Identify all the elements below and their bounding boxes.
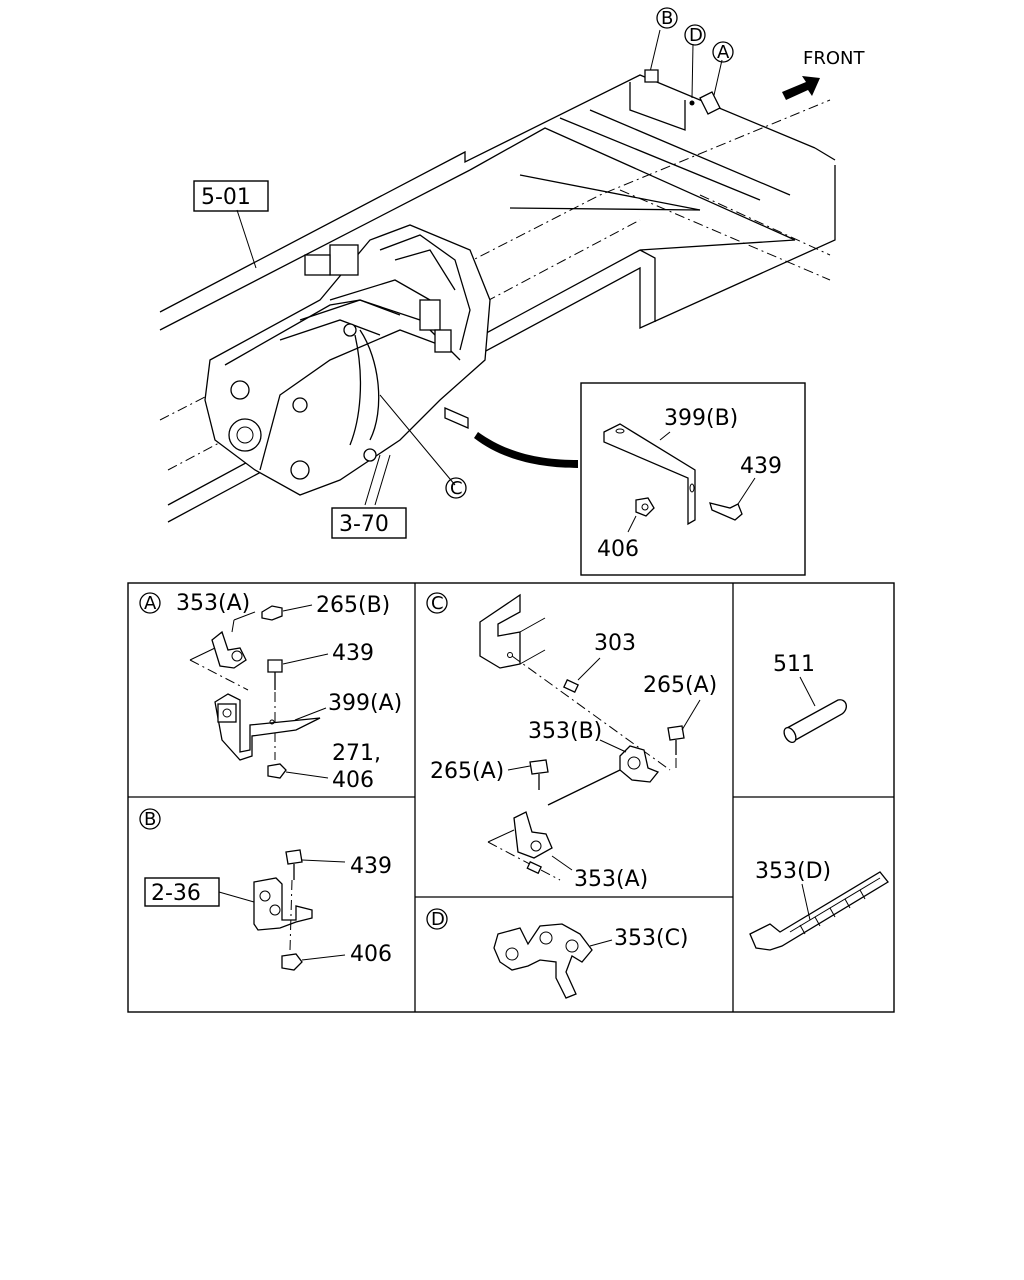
panel-c-265a-left-label: 265(A): [430, 759, 504, 784]
panel-a-353a-label: 353(A): [176, 591, 250, 616]
callout-a-label: A: [717, 42, 730, 63]
panel-a-439-label: 439: [332, 641, 374, 666]
panel-a-265b-label: 265(B): [316, 593, 390, 618]
detail-panels-grid: [127, 582, 895, 1013]
callout-a: A: [712, 41, 734, 63]
panel-a-271-label: 271,: [332, 741, 381, 766]
panel-b-406-label: 406: [350, 942, 392, 967]
ref-box-501: 5-01: [193, 180, 269, 212]
panel-b: B 2-36 439 406: [139, 808, 392, 971]
panel-c-265a-right-label: 265(A): [643, 673, 717, 698]
panel-b-439-label: 439: [350, 854, 392, 879]
panel-c-353a-label: 353(A): [574, 867, 648, 892]
callout-b: B: [656, 7, 678, 29]
inset-bracket-399b: 399(B) 439 406: [580, 382, 806, 576]
main-assembly-drawing: FRONT 5-01 3-70 B D A C: [159, 7, 865, 539]
panel-a-406-label: 406: [332, 768, 374, 793]
panel-b-236-label: 2-36: [151, 881, 201, 906]
panel-a-399a-label: 399(A): [328, 691, 402, 716]
panel-d: D 353(C): [426, 908, 689, 999]
callout-c-label: C: [450, 478, 463, 499]
ref-501-label: 5-01: [201, 185, 251, 210]
panel-c-353b-label: 353(B): [528, 719, 602, 744]
panel-353d-label: 353(D): [755, 859, 831, 884]
panel-511: 511: [773, 652, 848, 744]
panel-d-353c-label: 353(C): [614, 926, 689, 951]
inset-406-label: 406: [597, 537, 639, 562]
callout-b-label: B: [661, 8, 673, 29]
panel-511-label: 511: [773, 652, 815, 677]
panel-a-tag: A: [144, 593, 157, 614]
panel-b-tag: B: [144, 809, 156, 830]
inset-399b-label: 399(B): [664, 406, 738, 431]
front-indicator: FRONT: [782, 48, 865, 100]
panel-c-303-label: 303: [594, 631, 636, 656]
callout-d: D: [684, 24, 706, 46]
panel-c: C 303 265(A) 353(B) 265(A) 353: [426, 592, 717, 892]
callout-d-label: D: [689, 25, 703, 46]
panel-c-tag: C: [431, 593, 444, 614]
callout-c: C: [445, 477, 467, 499]
ref-box-370: 3-70: [331, 507, 407, 539]
inset-439-label: 439: [740, 454, 782, 479]
front-label: FRONT: [803, 48, 865, 69]
panel-d-tag: D: [431, 909, 445, 930]
ref-370-label: 3-70: [339, 512, 389, 537]
front-arrow-icon: [782, 76, 820, 100]
panel-353d: 353(D): [749, 859, 889, 951]
panel-a: A 353(A) 265(B) 439 399(A) 271, 406: [139, 591, 402, 793]
transmission: [204, 224, 491, 496]
main-leaders: [236, 29, 723, 506]
